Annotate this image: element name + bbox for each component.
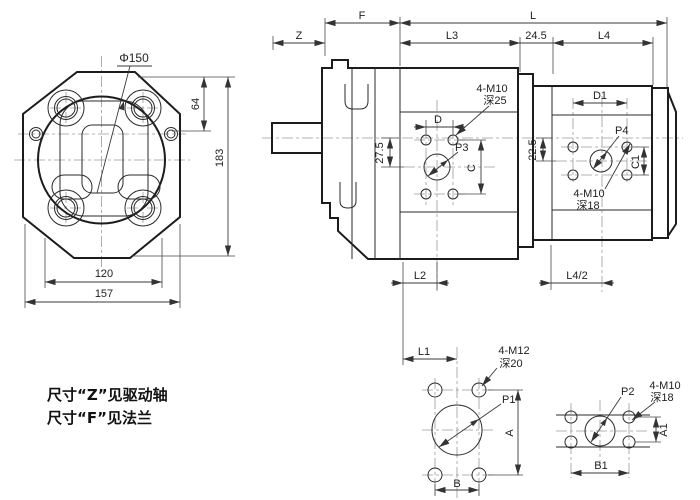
dim-183: 183 — [214, 149, 226, 167]
stage1-bolt-depth: 深25 — [483, 94, 506, 107]
dim-64: 64 — [190, 98, 202, 110]
stage2-port-bolt-holes — [567, 141, 633, 181]
dim-b1: B1 — [594, 460, 607, 472]
note-f-flange: 尺寸“F”见法兰 — [47, 409, 152, 427]
side-slot — [51, 174, 93, 200]
side-view-centerlines — [262, 96, 683, 292]
leader-arrowhead — [118, 101, 125, 111]
end-cap — [651, 87, 669, 239]
port-p4-label: P4 — [615, 125, 628, 137]
boss-arc — [124, 89, 162, 127]
dim-l2: L2 — [414, 270, 426, 282]
dim-f: F — [359, 10, 366, 22]
p3-face-dimensions: D 27.5 C 4-M10 深25 P3 — [374, 83, 508, 195]
p1-bolt-holes — [427, 382, 487, 483]
boss-arc — [47, 89, 85, 127]
end-cap-chamfer — [667, 91, 677, 237]
dim-l4: L4 — [598, 30, 610, 42]
front-view-centerlines — [14, 56, 190, 272]
stage1-bolt-spec: 4-M10 — [476, 83, 507, 95]
side-view-bottom-dimensions: L2 L4/2 — [391, 245, 614, 365]
pilot-circle — [37, 95, 166, 225]
port-view-main: L1 4-M12 深20 P1 A B — [403, 345, 530, 500]
side-ring-holes — [29, 127, 178, 141]
p1-bolt-spec: 4-M12 — [498, 345, 529, 357]
port-p4-circle — [589, 149, 613, 173]
side-view-top-dimensions: Z F L L3 24.5 L4 — [272, 10, 668, 87]
front-view-dimensions: 64 183 120 157 — [24, 76, 235, 308]
flange-recesses — [339, 84, 369, 209]
dim-157: 157 — [95, 288, 113, 300]
stage1-body-outline — [321, 59, 519, 260]
stage1-port-bolt-holes — [420, 134, 459, 200]
dim-24-5: 24.5 — [525, 30, 546, 42]
stage2-port-face-lines — [551, 86, 652, 240]
dim-d1: D1 — [593, 90, 607, 102]
port-p1-circle — [431, 404, 483, 456]
flange-outline — [22, 71, 181, 259]
stage1-port-face-lines — [400, 111, 518, 213]
dim-c1: C1 — [630, 155, 642, 169]
p1-bolt-depth: 深20 — [499, 357, 522, 370]
dim-22-5: 22.5 — [527, 139, 539, 160]
dim-l4-half: L4/2 — [566, 270, 587, 282]
dia-150-leader — [96, 65, 131, 194]
stage2-bolt-spec: 4-M10 — [573, 188, 604, 200]
side-view: Z F L L3 24.5 L4 D 27.5 C 4-M10 深2 — [262, 10, 683, 365]
boss-arc — [47, 189, 85, 227]
port-p2-label: P2 — [621, 386, 634, 398]
port-view-main-centerlines — [422, 347, 494, 500]
dim-d: D — [434, 114, 442, 126]
mounting-bolt-holes — [54, 96, 155, 220]
drive-shaft — [271, 122, 322, 154]
dim-120: 120 — [95, 268, 113, 280]
port-p3-circle — [423, 153, 451, 181]
cover-joint-lines — [351, 68, 401, 259]
port-p2-circle — [584, 415, 616, 447]
port-view-main-dimensions: L1 4-M12 深20 P1 A B — [403, 345, 530, 496]
port-view-aux: P2 4-M10 深18 A1 B1 — [556, 380, 681, 478]
gear-window — [81, 124, 124, 194]
dim-l3: L3 — [446, 30, 458, 42]
dim-27-5: 27.5 — [374, 142, 386, 163]
note-z-shaft: 尺寸“Z”见驱动轴 — [47, 386, 168, 404]
dim-l: L — [530, 10, 536, 22]
dim-a1: A1 — [658, 423, 670, 436]
p4-face-dimensions: D1 22.5 C1 P4 4-M10 深18 — [527, 90, 649, 212]
stage2-bolt-depth: 深18 — [576, 199, 599, 212]
dim-a: A — [504, 429, 516, 437]
p2-bolt-spec: 4-M10 — [649, 380, 680, 392]
front-view: Φ150 64 183 120 157 — [14, 51, 235, 308]
p2-bolt-depth: 深18 — [650, 391, 673, 404]
dia-150-label: Φ150 — [119, 51, 149, 65]
port-view-aux-dimensions: P2 4-M10 深18 A1 B1 — [571, 380, 681, 477]
port-p3-label: P3 — [455, 142, 468, 154]
housing-contour — [59, 100, 149, 217]
side-slot — [117, 174, 161, 200]
dim-l1: L1 — [418, 346, 430, 358]
drawing-notes: 尺寸“Z”见驱动轴 尺寸“F”见法兰 — [47, 386, 168, 427]
dim-z: Z — [296, 30, 303, 42]
port-p1-label: P1 — [502, 394, 515, 406]
dim-b: B — [453, 478, 460, 490]
boss-arc — [124, 189, 162, 227]
dim-c: C — [466, 164, 478, 172]
